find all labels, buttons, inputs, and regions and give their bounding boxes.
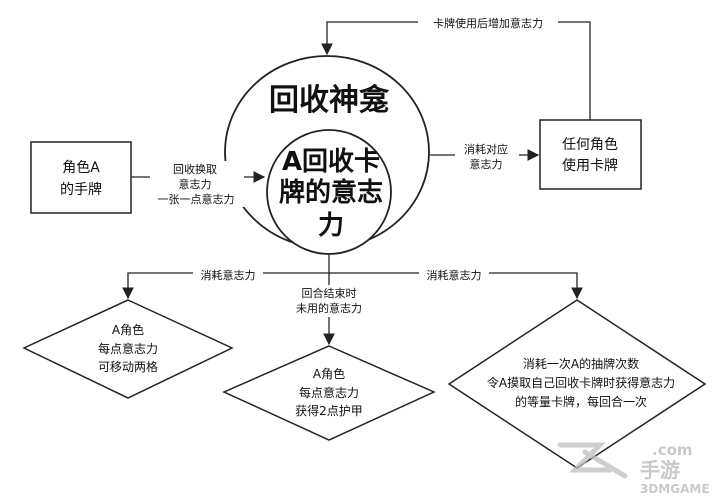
outer-circle-title: 回收神龛 [269,83,390,118]
edge-consume-left-label: 消耗意志力 [201,268,256,282]
edge-consume-right-label: 消耗意志力 [427,268,482,282]
edge-round-end-label-1: 回合结束时 [302,286,357,300]
armor-diamond-line-1: A角色 [313,367,345,381]
move-diamond-line-2: 每点意志力 [98,341,158,356]
edge-consume-corresponding-label-2: 意志力 [470,157,503,171]
inner-circle-line-1: A回收卡 [282,147,380,177]
armor-diamond-line-2: 每点意志力 [299,385,359,400]
inner-circle-line-2: 牌的意志 [279,177,383,208]
edge-recycle-label-2: 意志力 [179,177,212,191]
move-diamond [22,299,234,399]
watermark-domain: .com [652,441,693,459]
watermark: .com 手游 3DMGAME [557,441,710,496]
watermark-text: 手游 [640,458,680,482]
hand-box [30,141,132,214]
edge-consume-corresponding-label-1: 消耗对应 [464,142,508,156]
watermark-site: 3DMGAME [640,482,710,496]
any-role-box-line-1: 任何角色 [562,136,618,153]
edge-top-feedback-label: 卡牌使用后增加意志力 [433,16,543,30]
hand-box-line-2: 的手牌 [60,181,102,198]
hand-box-line-1: 角色A [62,159,100,176]
draw-diamond-line-3: 的等量卡牌，每回合一次 [515,394,647,409]
watermark-logo-icon [557,442,628,479]
any-role-box [539,119,642,190]
move-diamond-line-3: 可移动两格 [98,359,158,374]
edge-consume-right [329,272,583,300]
draw-diamond-line-2: 令A摸取自己回收卡牌时获得意志力 [487,375,675,390]
armor-diamond-line-3: 获得2点护甲 [295,403,363,418]
move-diamond-line-1: A角色 [112,323,144,337]
armor-diamond [222,345,436,441]
edge-round-end-label-2: 未用的意志力 [296,301,362,315]
edge-recycle-label-1: 回收换取 [173,162,217,176]
edge-recycle-label-3: 一张一点意志力 [158,192,235,206]
any-role-box-line-2: 使用卡牌 [562,157,618,174]
inner-circle-line-3: 力 [318,211,344,241]
draw-diamond-line-1: 消耗一次A的抽牌次数 [523,356,639,371]
